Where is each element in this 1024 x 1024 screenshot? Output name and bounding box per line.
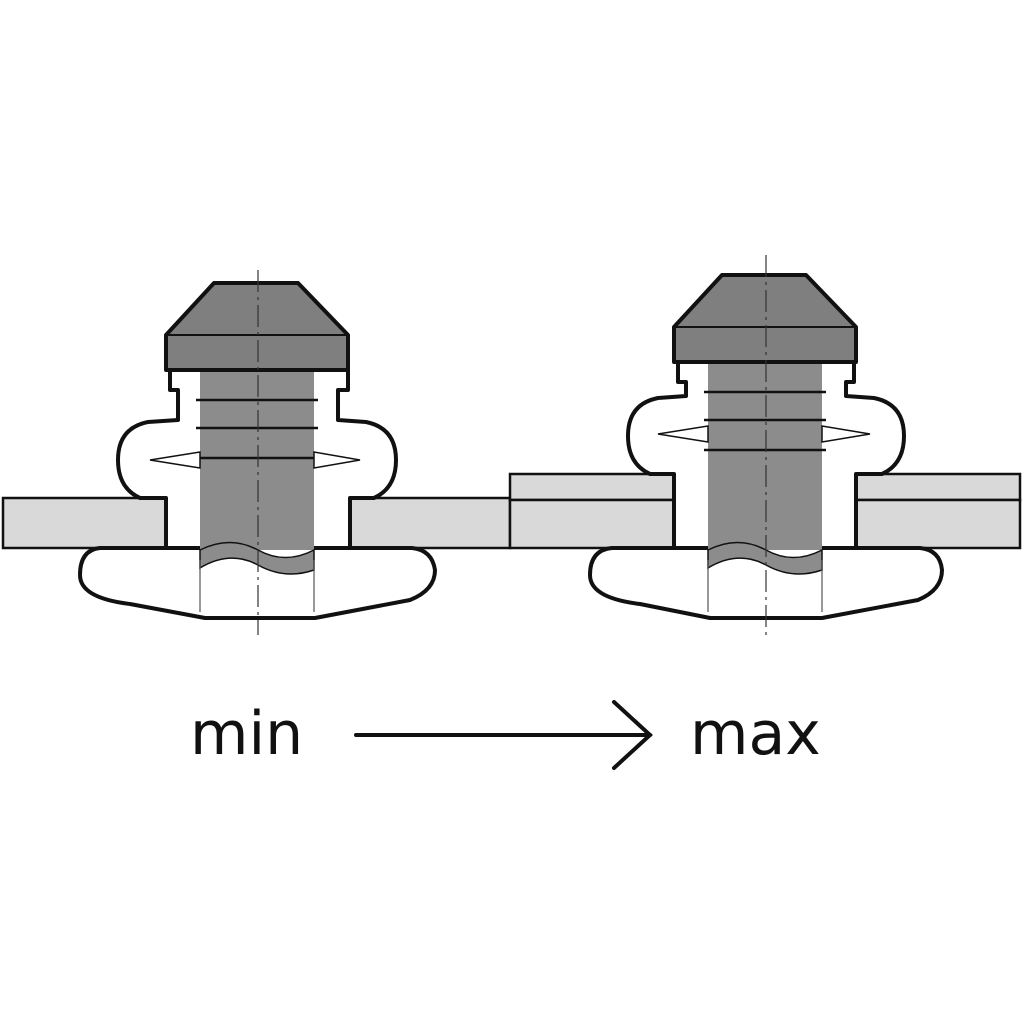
- rivet-min-grip: [1, 270, 512, 635]
- shank-guides-max: [707, 560, 823, 612]
- sheet-left-min: [1, 496, 168, 550]
- rivet-max-grip: [508, 255, 1022, 635]
- mandrel-grooves-min: [196, 398, 318, 460]
- mandrel-head-max: [672, 273, 858, 364]
- mandrel-shank-min: [200, 370, 314, 550]
- mandrel-grooves-max: [704, 390, 826, 452]
- mandrel-head-min: [164, 281, 350, 372]
- sheet-right-max-top: [854, 472, 1022, 502]
- rivet-flange-min: [78, 546, 437, 620]
- mandrel-shank-max: [708, 362, 822, 550]
- min-label: min: [190, 699, 303, 769]
- max-label: max: [690, 699, 821, 769]
- sheet-right-max-bottom: [854, 498, 1022, 550]
- shank-guides-min: [199, 560, 315, 612]
- sheet-right-min: [348, 496, 512, 550]
- sheet-left-max-bottom: [508, 498, 676, 550]
- lock-ring-min: [149, 451, 361, 469]
- sheet-left-max-top: [508, 472, 676, 502]
- right-arrow-icon: [354, 700, 653, 770]
- lock-ring-max: [657, 425, 871, 443]
